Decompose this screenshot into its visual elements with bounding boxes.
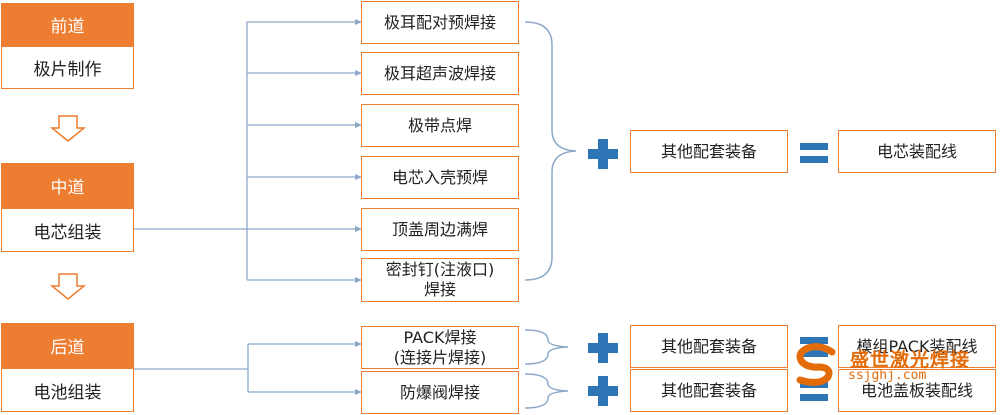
plus-icon	[588, 333, 618, 363]
watermark-url: ssjghj.com	[848, 368, 927, 383]
equals-icon	[800, 337, 828, 359]
weld-step-tab-ultrasonic: 极耳超声波焊接	[361, 52, 519, 95]
equipment-box: 其他配套装备	[630, 369, 788, 412]
rear-step-vent-welding: 防爆阀焊接	[361, 371, 519, 414]
plus-icon	[588, 139, 618, 169]
watermark-text: 盛世激光焊接	[850, 349, 971, 371]
stage-rear-head: 后道	[1, 323, 134, 368]
equipment-box: 其他配套装备	[630, 325, 788, 368]
stage-front-body: 极片制作	[1, 46, 134, 89]
equals-icon	[800, 143, 828, 165]
result-module-pack-line: 模组PACK装配线	[838, 325, 996, 368]
stage-middle-body: 电芯组装	[1, 208, 134, 252]
plus-icon	[588, 376, 618, 406]
watermark-logo-icon	[790, 340, 840, 390]
weld-step-cell-casing: 电芯入壳预焊	[361, 156, 519, 199]
equipment-box: 其他配套装备	[630, 130, 788, 173]
weld-step-strip-spot: 极带点焊	[361, 104, 519, 147]
weld-step-top-cover: 顶盖周边满焊	[361, 208, 519, 251]
stage-middle-head: 中道	[1, 163, 134, 208]
result-cover-plate-line: 电池盖板装配线	[838, 369, 996, 412]
weld-step-seal-pin: 密封钉(注液口) 焊接	[361, 258, 519, 302]
weld-step-tab-prewelding: 极耳配对预焊接	[361, 1, 519, 44]
result-cell-assembly-line: 电芯装配线	[838, 130, 996, 173]
stage-rear-body: 电池组装	[1, 368, 134, 412]
rear-step-pack-welding: PACK焊接 (连接片焊接)	[361, 326, 519, 369]
stage-front-head: 前道	[1, 3, 134, 46]
